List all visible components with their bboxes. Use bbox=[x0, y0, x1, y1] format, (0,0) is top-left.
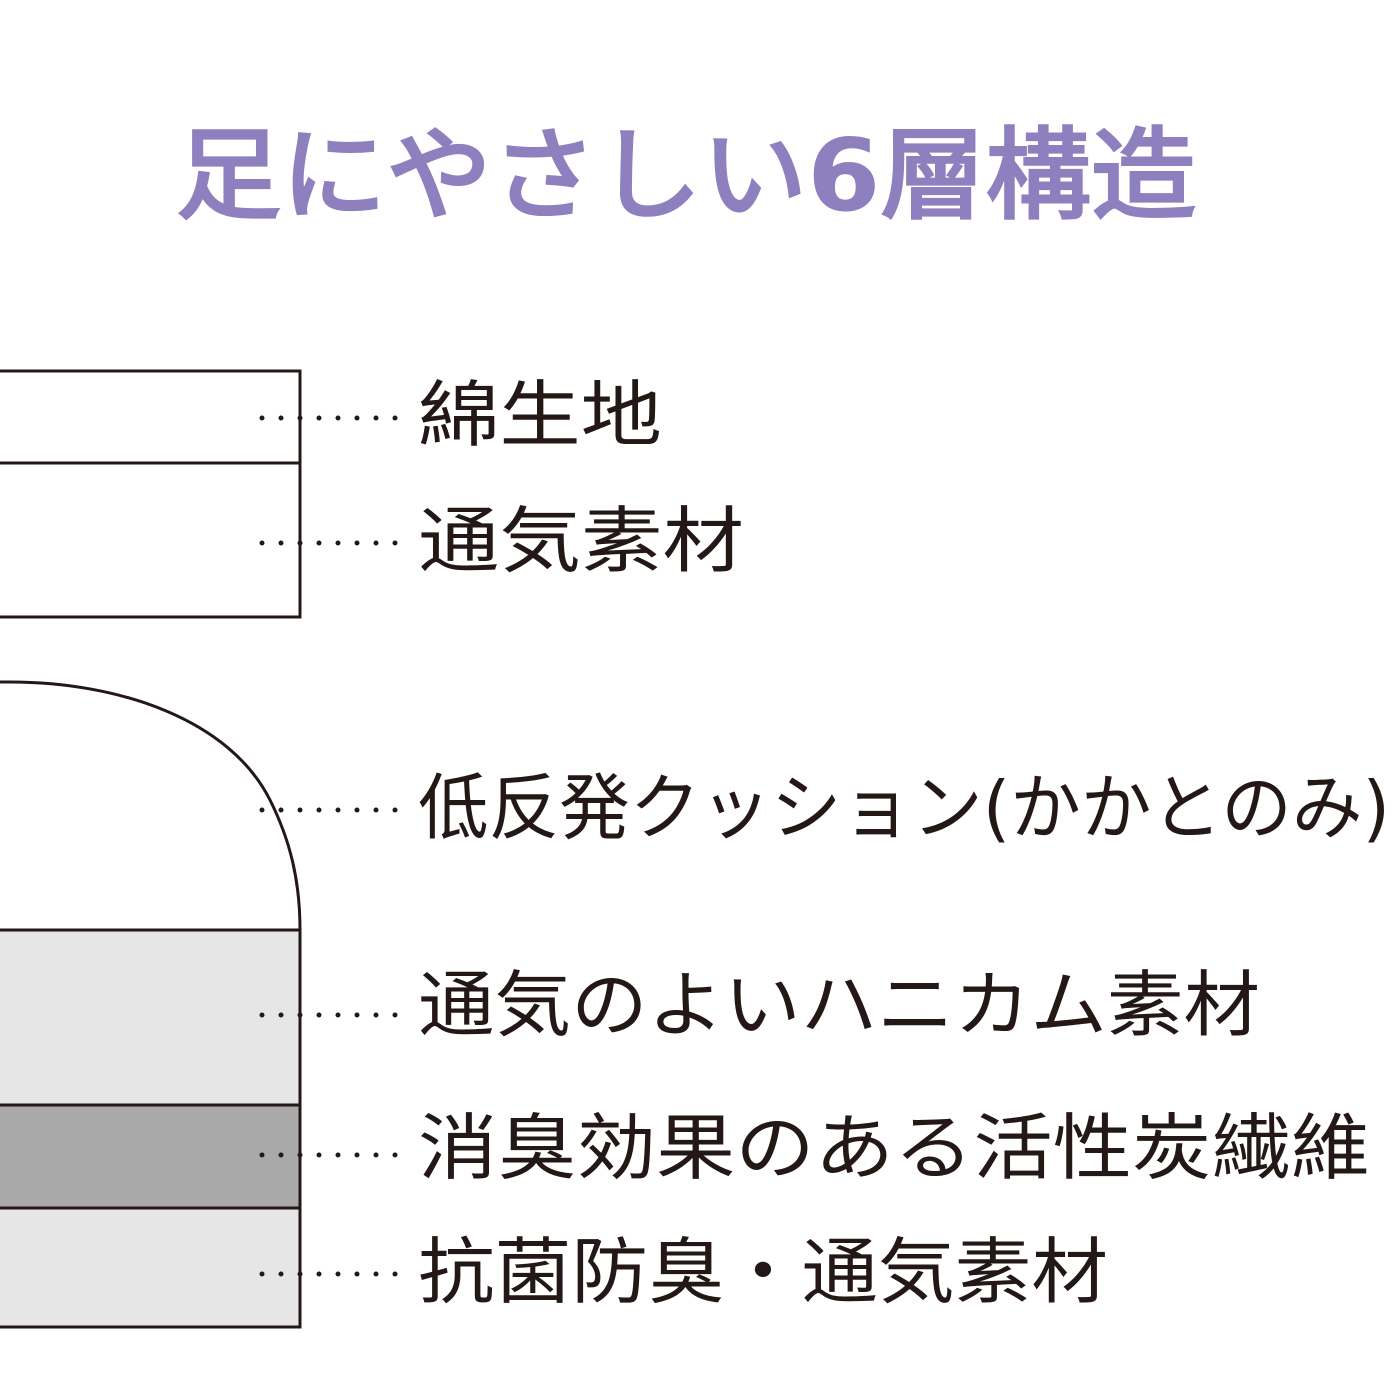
layer-label-1: 綿生地 bbox=[418, 373, 662, 457]
layer-label-3: 低反発クッション(かかとのみ) bbox=[418, 766, 1390, 850]
layer-label-2: 通気素材 bbox=[418, 499, 744, 583]
layer-6-antibacterial-material bbox=[0, 1206, 302, 1329]
diagram-title: 足にやさしい6層構造 bbox=[176, 117, 1196, 234]
layer-4-honeycomb-material bbox=[0, 928, 302, 1107]
layer-label-6: 抗菌防臭・通気素材 bbox=[418, 1230, 1108, 1314]
layer-5-activated-carbon-fiber bbox=[0, 1103, 302, 1210]
layer-label-5: 消臭効果のある活性炭繊維 bbox=[418, 1106, 1370, 1190]
layer-3-low-rebound-cushion bbox=[0, 680, 302, 931]
layer-2-breathable-material bbox=[0, 461, 302, 619]
layer-label-4: 通気のよいハニカム素材 bbox=[418, 963, 1260, 1047]
layer-1-cotton-fabric bbox=[0, 369, 302, 465]
